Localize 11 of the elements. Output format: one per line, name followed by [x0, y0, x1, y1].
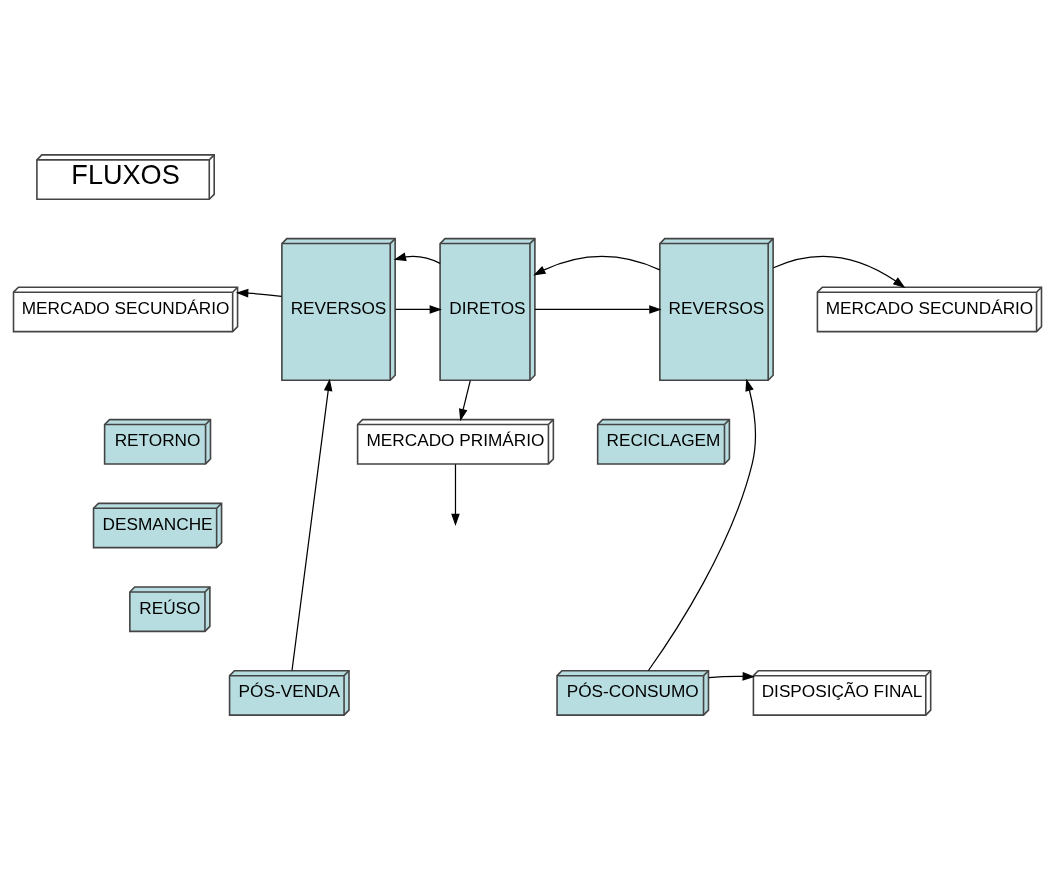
arrow	[236, 288, 283, 298]
arrow	[772, 255, 906, 289]
arrow	[647, 378, 757, 672]
arrow	[708, 672, 755, 681]
arrow	[534, 305, 662, 314]
arrow	[393, 252, 441, 264]
arrow	[451, 463, 460, 527]
arrow	[459, 379, 471, 422]
arrow	[394, 305, 442, 314]
arrow	[533, 255, 661, 276]
arrow	[291, 378, 333, 672]
